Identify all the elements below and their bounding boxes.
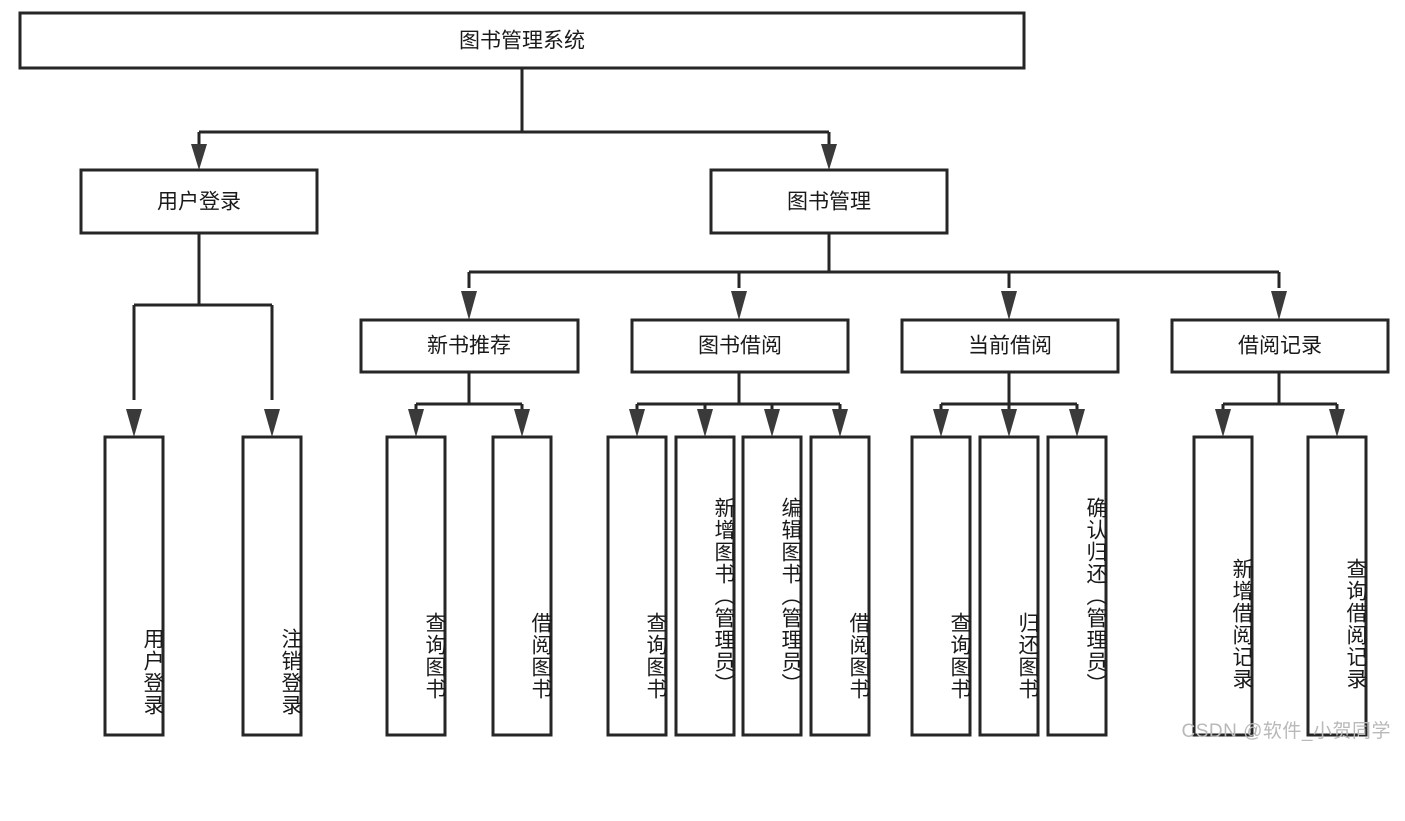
connector-group bbox=[126, 68, 1345, 437]
node-book-manage-label: 图书管理 bbox=[787, 191, 871, 214]
node-root[interactable]: 图书管理系统 bbox=[18, 11, 1026, 70]
node-borrow-record-box[interactable] bbox=[1170, 318, 1390, 374]
arrowhead-leaf-borrow-book-2 bbox=[832, 409, 848, 437]
node-current-borrow[interactable]: 当前借阅 bbox=[900, 318, 1120, 374]
flowchart-canvas: 图书管理系统 用户登录 图书管理 新书推荐 图书借阅 当前借阅 借阅记录 bbox=[18, 11, 1391, 742]
arrowhead-leaf-return-book bbox=[1001, 409, 1017, 437]
arrowhead-leaf-edit-book bbox=[764, 409, 780, 437]
node-new-book-rec[interactable]: 新书推荐 bbox=[359, 318, 580, 374]
arrowhead-leaf-query-book-1 bbox=[408, 409, 424, 437]
node-new-book-rec-label: 新书推荐 bbox=[427, 335, 511, 358]
arrowhead-leaf-query-record bbox=[1329, 409, 1345, 437]
node-borrow-record-label: 借阅记录 bbox=[1238, 335, 1322, 358]
arrowhead-leaf-confirm-return bbox=[1069, 409, 1085, 437]
arrowhead-leaf-user-login bbox=[126, 409, 142, 437]
node-leaf-borrow-book-1-box[interactable] bbox=[491, 435, 553, 737]
arrowhead-new-book-rec bbox=[461, 291, 477, 320]
node-root-box[interactable] bbox=[18, 11, 1026, 70]
node-leaf-query-book-1-box[interactable] bbox=[385, 435, 447, 737]
node-leaf-confirm-return-box[interactable] bbox=[1046, 435, 1108, 737]
arrowhead-leaf-logout bbox=[264, 409, 280, 437]
arrowhead-leaf-query-book-2 bbox=[629, 409, 645, 437]
node-book-borrow-box[interactable] bbox=[630, 318, 850, 374]
arrowhead-current-borrow bbox=[1001, 291, 1017, 320]
node-book-manage-box[interactable] bbox=[709, 168, 949, 235]
node-new-book-rec-box[interactable] bbox=[359, 318, 580, 374]
node-book-borrow-label: 图书借阅 bbox=[698, 335, 782, 358]
node-leaf-add-record-box[interactable] bbox=[1192, 435, 1254, 737]
arrowhead-leaf-borrow-book-1 bbox=[514, 409, 530, 437]
node-leaf-edit-book-box[interactable] bbox=[741, 435, 803, 737]
flowchart-svg: 图书管理系统 用户登录 图书管理 新书推荐 图书借阅 当前借阅 借阅记录 bbox=[18, 11, 1390, 737]
node-leaf-return-book-box[interactable] bbox=[978, 435, 1040, 737]
node-current-borrow-box[interactable] bbox=[900, 318, 1120, 374]
node-book-borrow[interactable]: 图书借阅 bbox=[630, 318, 850, 374]
node-root-label: 图书管理系统 bbox=[459, 30, 585, 53]
node-leaf-logout-box[interactable] bbox=[241, 435, 303, 737]
node-leaf-query-record-box[interactable] bbox=[1306, 435, 1368, 737]
arrowhead-leaf-add-record bbox=[1215, 409, 1231, 437]
arrowhead-book-borrow bbox=[731, 291, 747, 320]
node-user-login-label: 用户登录 bbox=[157, 191, 241, 214]
node-book-manage[interactable]: 图书管理 bbox=[709, 168, 949, 235]
watermark-text: CSDN @软件_小贺同学 bbox=[1181, 721, 1391, 742]
arrowhead-leaf-add-book bbox=[697, 409, 713, 437]
arrowhead-book-manage bbox=[821, 144, 837, 170]
leaf-boxes bbox=[103, 435, 1368, 737]
node-current-borrow-label: 当前借阅 bbox=[968, 335, 1052, 358]
arrowhead-leaf-query-book-3 bbox=[933, 409, 949, 437]
node-borrow-record[interactable]: 借阅记录 bbox=[1170, 318, 1390, 374]
arrowhead-borrow-record bbox=[1271, 291, 1287, 320]
node-leaf-query-book-3-box[interactable] bbox=[910, 435, 972, 737]
node-leaf-add-book-box[interactable] bbox=[674, 435, 736, 737]
node-user-login[interactable]: 用户登录 bbox=[79, 168, 319, 235]
node-leaf-user-login-box[interactable] bbox=[103, 435, 165, 737]
arrowhead-user-login bbox=[191, 144, 207, 170]
node-leaf-query-book-2-box[interactable] bbox=[606, 435, 668, 737]
node-leaf-borrow-book-2-box[interactable] bbox=[809, 435, 871, 737]
node-user-login-box[interactable] bbox=[79, 168, 319, 235]
